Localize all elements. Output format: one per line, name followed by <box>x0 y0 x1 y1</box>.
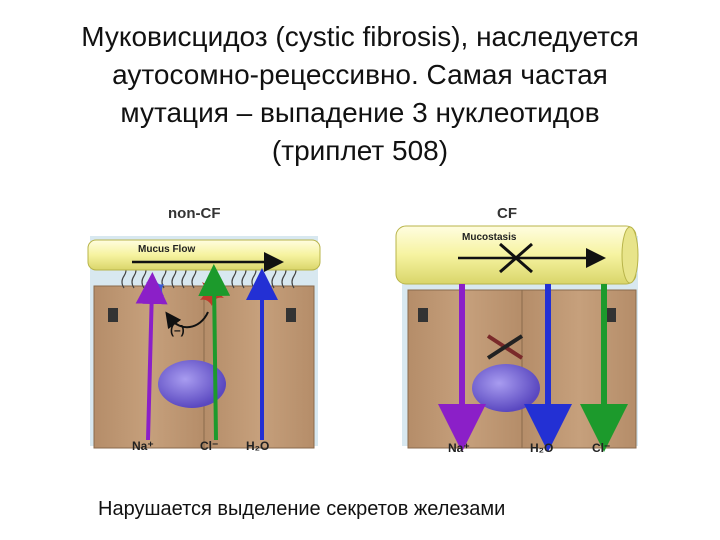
right-cell-b <box>521 289 637 449</box>
left-junction-1 <box>108 308 118 322</box>
title-line-2: аутосомно-рецессивно. Самая частая <box>112 59 608 90</box>
right-flow-blocked-icon <box>499 242 533 274</box>
title-line-1: Муковисцидоз (cystic fibrosis), наследуе… <box>81 21 639 52</box>
slide-title: Муковисцидоз (cystic fibrosis), наследуе… <box>20 18 700 170</box>
right-nucleus <box>472 364 540 412</box>
title-line-4: (триплет 508) <box>271 135 449 166</box>
left-panel: non-CF Mucus Flow <box>87 205 321 453</box>
right-na-label: Na⁺ <box>448 441 470 455</box>
left-feedback-label: (–) <box>170 323 185 337</box>
left-feedback-arrow <box>165 311 209 330</box>
right-cl-label: Cl⁻ <box>592 441 610 455</box>
left-na-arrow <box>135 272 168 441</box>
left-heading: non-CF <box>168 205 220 222</box>
left-junction-2 <box>286 308 296 322</box>
left-cl-arrow <box>198 264 231 441</box>
right-mucus-label: Mucostasis <box>462 232 517 243</box>
left-h2o-label: H₂O <box>246 439 269 453</box>
right-h2o-label: H₂O <box>530 441 553 455</box>
left-mucus-label: Mucus Flow <box>138 244 195 255</box>
right-heading: CF <box>497 205 517 222</box>
left-na-label: Na⁺ <box>132 439 154 453</box>
left-cl-label: Cl⁻ <box>200 439 218 453</box>
right-cftr-defect-icon <box>486 334 524 360</box>
right-panel: CF Mucostasis Na⁺ H₂O Cl⁻ <box>395 205 639 455</box>
left-mucus-layer <box>87 239 321 271</box>
right-junction-2 <box>606 308 616 322</box>
left-cell-b <box>203 285 315 449</box>
left-nucleus <box>158 360 226 408</box>
right-mucus-end <box>621 226 639 284</box>
right-junction-1 <box>418 308 428 322</box>
slide-caption: Нарушается выделение секретов железами <box>98 498 506 520</box>
title-line-3: мутация – выпадение 3 нуклеотидов <box>120 97 600 128</box>
